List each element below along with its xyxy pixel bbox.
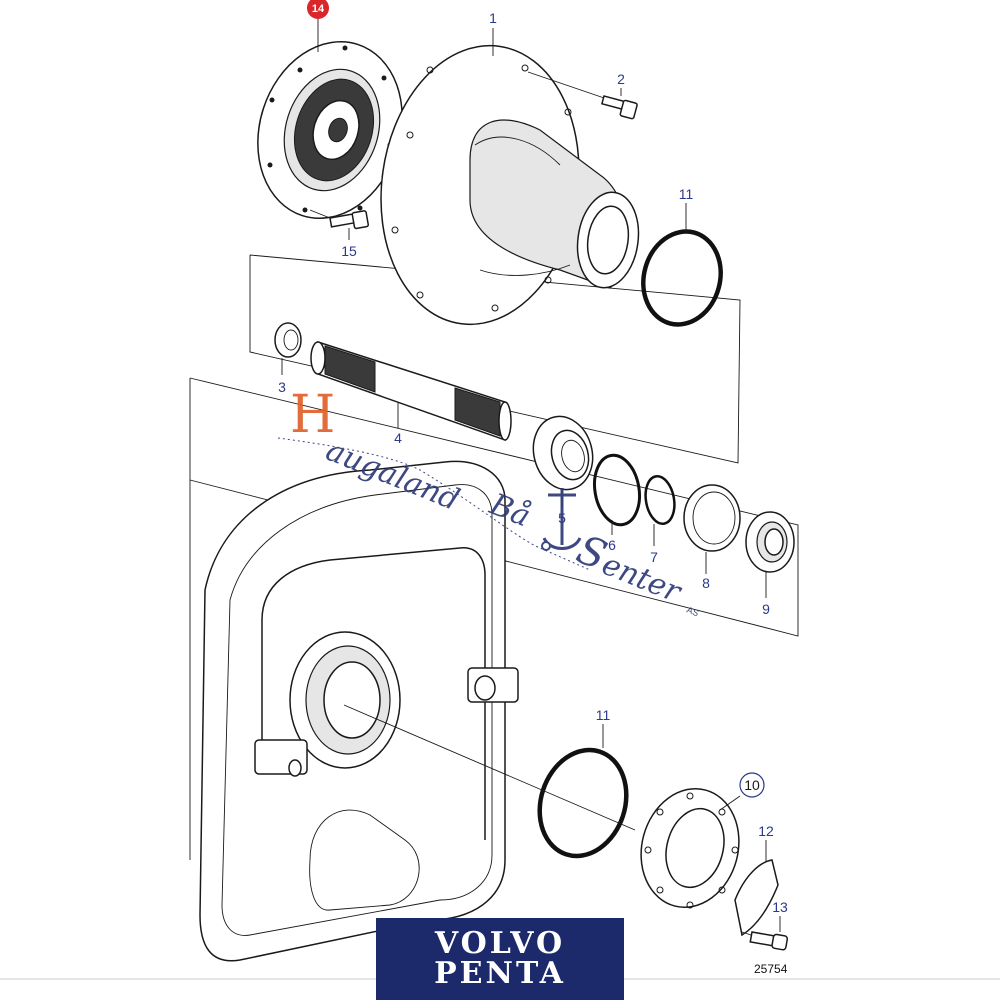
part-5-bearing (532, 415, 594, 491)
leader-lines (281, 18, 781, 932)
callout-13: 13 (772, 899, 788, 915)
volvo-penta-logo: VOLVO PENTA (376, 918, 624, 1000)
logo-line-1: VOLVO (434, 926, 566, 961)
logo-line-2: PENTA (434, 956, 566, 991)
callout-11-upper: 11 (679, 186, 694, 202)
group-frame-upper (249, 254, 741, 464)
drawing-number: 25754 (754, 962, 788, 976)
part-15-bolt (309, 209, 369, 230)
part-9-seal (745, 511, 795, 573)
callout-14: 14 (312, 3, 325, 15)
watermark-word-3: enter (597, 547, 687, 611)
callout-6: 6 (608, 537, 616, 553)
part-10-flange (640, 787, 740, 909)
part-3-seal (274, 322, 302, 358)
callout-14-circle (307, 0, 329, 19)
part-1-housing (380, 44, 640, 326)
part-12-lock-plate (734, 859, 779, 937)
callout-3: 3 (278, 379, 286, 395)
part-8-spacer (683, 484, 741, 552)
watermark-suffix: AS (685, 605, 700, 619)
part-11-o-ring-lower (537, 747, 629, 859)
part-7-circlip (644, 474, 676, 526)
callout-12: 12 (758, 823, 774, 839)
callout-10-circle (739, 772, 765, 798)
callout-labels: 1 2 3 4 5 6 7 8 9 10 11 11 12 13 14 15 (278, 0, 788, 915)
callout-11-lower: 11 (596, 707, 611, 723)
part-6-snap-ring (592, 453, 642, 527)
part-4-shaft (310, 340, 512, 442)
part-11-o-ring-upper (641, 229, 723, 327)
callout-10: 10 (744, 777, 760, 793)
callout-7: 7 (650, 549, 658, 565)
callout-9: 9 (762, 601, 770, 617)
anchor-icon (542, 488, 582, 550)
part-13-bolt (741, 931, 789, 951)
callout-8: 8 (702, 575, 710, 591)
main-bell-housing (199, 460, 519, 962)
watermark-initial-h: H (290, 385, 335, 445)
callout-2: 2 (617, 71, 625, 87)
callout-15: 15 (341, 243, 357, 259)
callout-4: 4 (394, 430, 402, 446)
callout-1: 1 (489, 10, 497, 26)
part-2-bolt (527, 71, 638, 120)
